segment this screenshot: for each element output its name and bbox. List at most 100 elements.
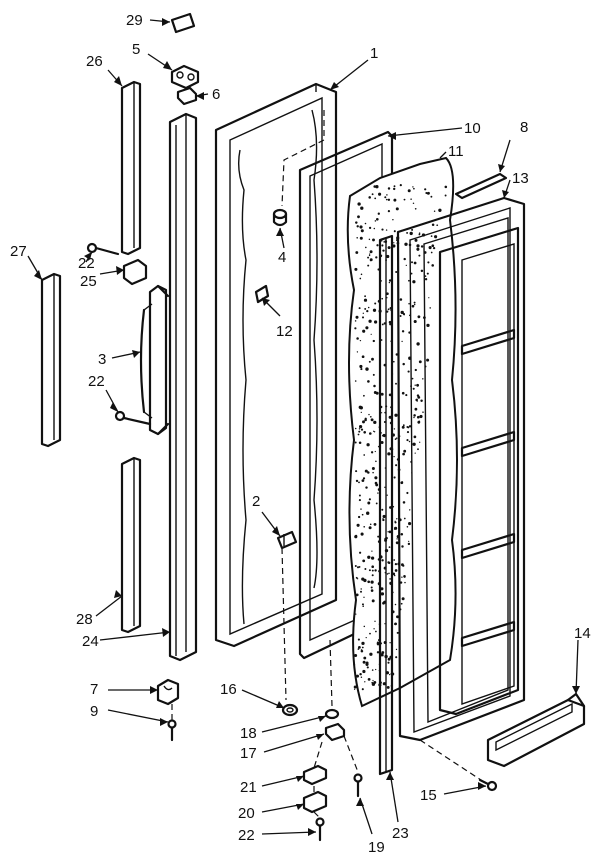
foam-speckle	[364, 681, 366, 683]
foam-speckle	[426, 272, 429, 275]
foam-speckle	[416, 247, 420, 251]
foam-speckle	[403, 313, 405, 316]
part-12-clip	[254, 284, 270, 304]
foam-speckle	[414, 384, 416, 386]
foam-speckle	[375, 630, 377, 633]
foam-speckle	[363, 656, 367, 660]
foam-speckle	[385, 198, 388, 201]
part-22-screw-upper	[86, 242, 120, 256]
foam-speckle	[357, 202, 361, 206]
foam-speckle	[374, 197, 377, 200]
foam-speckle	[354, 565, 357, 567]
callout-7: 7	[90, 681, 98, 698]
foam-speckle	[407, 542, 411, 546]
foam-speckle	[381, 244, 384, 247]
foam-speckle	[395, 437, 398, 439]
foam-speckle	[364, 568, 367, 570]
callout-28: 28	[76, 611, 93, 628]
foam-speckle	[393, 476, 396, 479]
foam-speckle	[372, 308, 377, 312]
foam-speckle	[377, 492, 379, 494]
foam-speckle	[401, 330, 405, 333]
foam-speckle	[408, 522, 412, 526]
foam-speckle	[416, 383, 419, 387]
foam-speckle	[365, 486, 368, 489]
callout-9: 9	[90, 703, 98, 720]
foam-speckle	[380, 412, 383, 414]
foam-speckle	[429, 307, 431, 309]
foam-speckle	[422, 411, 424, 413]
foam-speckle	[387, 209, 391, 213]
callout-26: 26	[86, 53, 103, 70]
foam-speckle	[428, 297, 430, 299]
foam-speckle	[401, 425, 405, 429]
foam-speckle	[406, 526, 409, 528]
callout-11: 11	[448, 143, 464, 160]
part-19-screw	[353, 773, 363, 798]
callout-13: 13	[512, 170, 529, 187]
foam-speckle	[375, 668, 377, 671]
foam-speckle	[416, 244, 420, 248]
foam-speckle	[407, 189, 411, 193]
foam-speckle	[358, 441, 362, 444]
foam-speckle	[373, 628, 375, 630]
foam-speckle	[358, 405, 362, 409]
foam-speckle	[354, 534, 358, 538]
foam-speckle	[428, 246, 432, 250]
foam-speckle	[404, 242, 408, 246]
foam-speckle	[372, 339, 375, 343]
foam-speckle	[427, 261, 430, 264]
foam-speckle	[370, 589, 374, 592]
foam-speckle	[393, 198, 397, 202]
foam-speckle	[401, 545, 404, 548]
foam-speckle	[371, 357, 374, 361]
foam-speckle	[355, 470, 358, 473]
foam-speckle	[371, 467, 375, 470]
foam-speckle	[413, 261, 417, 265]
part-16-washer	[281, 703, 299, 717]
foam-speckle	[370, 556, 375, 560]
foam-speckle	[388, 393, 392, 397]
foam-speckle	[362, 477, 366, 480]
foam-speckle	[354, 267, 358, 271]
foam-speckle	[412, 442, 416, 446]
foam-speckle	[358, 565, 361, 568]
foam-speckle	[378, 192, 382, 196]
foam-speckle	[408, 302, 410, 305]
foam-speckle	[394, 521, 397, 524]
foam-speckle	[374, 569, 377, 572]
foam-speckle	[400, 602, 403, 605]
foam-speckle	[357, 433, 360, 436]
foam-speckle	[355, 613, 357, 615]
foam-speckle	[355, 221, 358, 224]
foam-speckle	[355, 315, 359, 319]
foam-speckle	[444, 185, 448, 189]
foam-speckle	[360, 590, 362, 593]
foam-speckle	[373, 384, 376, 388]
callout-27: 27	[10, 243, 27, 260]
callout-29: 29	[126, 12, 143, 29]
callout-8: 8	[520, 119, 528, 136]
foam-speckle	[368, 526, 372, 530]
foam-speckle	[355, 593, 359, 597]
part-1-outer-door-panel	[214, 82, 338, 648]
foam-speckle	[405, 394, 408, 397]
foam-speckle	[387, 452, 391, 456]
foam-speckle	[367, 306, 370, 309]
foam-speckle	[381, 297, 384, 300]
callout-20: 20	[238, 805, 255, 822]
foam-speckle	[386, 254, 390, 259]
foam-speckle	[425, 191, 428, 195]
part-23-vertical-strip	[378, 234, 394, 776]
foam-speckle	[388, 572, 390, 575]
callout-25: 25	[80, 273, 97, 290]
foam-speckle	[416, 342, 420, 346]
foam-speckle	[387, 308, 390, 311]
foam-speckle	[364, 469, 368, 473]
callout-1: 1	[370, 45, 378, 62]
foam-speckle	[385, 229, 388, 231]
foam-speckle	[371, 565, 375, 568]
foam-speckle	[360, 588, 362, 590]
foam-speckle	[405, 264, 407, 267]
